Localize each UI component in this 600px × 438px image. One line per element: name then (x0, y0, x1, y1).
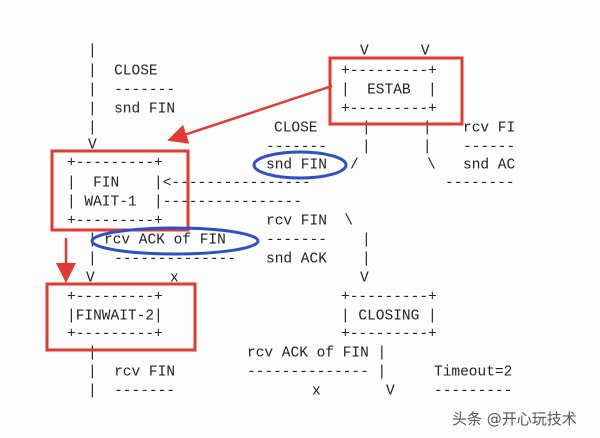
line: V V (360, 43, 430, 60)
line: | (88, 345, 97, 362)
line: | | (362, 139, 432, 156)
watermark: 头条 @开心玩技术 (452, 410, 577, 428)
line: | (362, 251, 371, 268)
line: ------ (463, 139, 516, 156)
finwait2-box-bottom: +---------+ (67, 326, 163, 343)
rcv-ack-of-fin-label: rcv ACK of FIN (104, 232, 226, 249)
line: | ------- (88, 82, 176, 99)
finwait1-state: | WAIT-1 |---------------- (67, 194, 302, 211)
line: --------- (434, 383, 513, 400)
close-label: CLOSE (274, 120, 318, 137)
close-label: | CLOSE (88, 63, 158, 80)
snd-fin-circle (252, 150, 348, 180)
estab-box-top: +---------+ (341, 63, 437, 80)
line: -------- (445, 175, 515, 192)
closing-box-bottom: +---------+ (341, 326, 437, 343)
finwait2-state: |FINWAIT-2| (67, 308, 163, 325)
line: \ (427, 157, 436, 174)
rcv-ack-of-fin-circle (90, 226, 260, 256)
closing-box-top: +---------+ (341, 289, 437, 306)
rcv-fin-label: rcv FI (463, 120, 516, 137)
line: | | (362, 120, 432, 137)
arrow-v: V (88, 137, 97, 154)
x-mark: x (170, 270, 179, 287)
closing-state: | CLOSING | (341, 308, 437, 325)
arrow-v: V (86, 270, 95, 287)
rcv-fin-label: | rcv FIN (88, 364, 176, 381)
arrow-v: V (360, 270, 369, 287)
x-mark: x (312, 383, 321, 400)
line: | (362, 232, 371, 249)
line: | ------- (88, 383, 176, 400)
snd-ack-label: snd ACK (266, 251, 327, 268)
line: | (88, 120, 97, 137)
rcv-ack-of-fin-label: rcv ACK of FIN | (247, 345, 387, 362)
line: | (88, 43, 97, 60)
finwait1-state: | FIN |<---------------- (67, 175, 311, 192)
finwait1-highlight-box (50, 149, 190, 232)
estab-box-bottom: +---------+ (341, 101, 437, 118)
line: -------------- | (247, 364, 387, 381)
finwait2-highlight-box (45, 282, 197, 352)
finwait1-box-bottom: +---------+ (67, 213, 163, 230)
rcv-fin-label: rcv FIN \ (266, 213, 354, 230)
finwait2-box-top: +---------+ (67, 289, 163, 306)
estab-highlight-box (328, 56, 464, 126)
timeout-label: Timeout=2 (434, 364, 513, 381)
snd-fin-label: | snd FIN (88, 101, 176, 118)
finwait1-box-top: +---------+ (67, 155, 163, 172)
snd-fin-label: snd FIN (266, 157, 327, 174)
estab-state: | ESTAB | (341, 82, 437, 99)
arrow-estab-to-finwait1 (167, 84, 333, 144)
line: ------- (266, 232, 327, 249)
line: | -------------- (88, 251, 236, 268)
line: / (350, 157, 359, 174)
arrow-v: V (386, 383, 395, 400)
snd-ack-label: snd AC (463, 157, 516, 174)
